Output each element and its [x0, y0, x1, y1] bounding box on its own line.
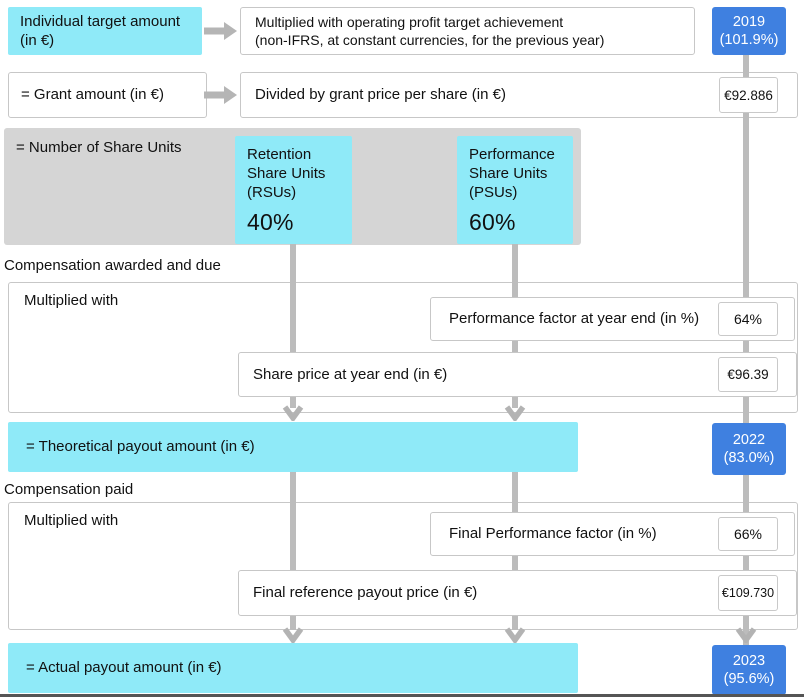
final-performance-factor-value: 66%	[718, 517, 778, 551]
connector-line-rsu-top	[290, 244, 296, 408]
arrow-down-icon	[282, 626, 304, 648]
year-badge-2022: 2022 (83.0%)	[712, 423, 786, 475]
arrow-right-icon	[204, 84, 238, 111]
final-performance-factor-label: Final Performance factor (in %)	[449, 525, 657, 543]
multiplier-line1: Multiplied with operating profit target …	[255, 13, 564, 30]
paid-heading: Compensation paid	[4, 481, 134, 498]
arrow-down-icon	[504, 626, 526, 648]
badge-year: 2023	[732, 652, 766, 669]
connector-line-year-bottom	[743, 474, 749, 646]
year-badge-2023: 2023 (95.6%)	[712, 645, 786, 695]
grant-price-box: Divided by grant price per share (in €)	[240, 72, 798, 118]
badge-year: 2019	[732, 13, 766, 30]
paid-multiplied-label: Multiplied with	[24, 512, 119, 529]
bottom-rule	[0, 694, 804, 697]
multiplier-line2: (non-IFRS, at constant currencies, for t…	[255, 32, 605, 48]
individual-target-box: Individual target amount (in €)	[8, 7, 202, 55]
awarded-multiplied-label: Multiplied with	[24, 292, 119, 309]
grant-amount-label: = Grant amount (in €)	[21, 86, 164, 104]
performance-factor-label: Performance factor at year end (in %)	[449, 310, 700, 328]
individual-target-label: Individual target amount (in €)	[20, 12, 181, 49]
badge-pct: (83.0%)	[723, 450, 775, 466]
share-price-value: €96.39	[718, 357, 778, 392]
badge-pct: (95.6%)	[723, 671, 775, 687]
theoretical-payout-bar: = Theoretical payout amount (in €)	[8, 422, 578, 472]
badge-pct: (101.9%)	[719, 32, 779, 48]
psu-name: Performance Share Units (PSUs)	[469, 146, 555, 202]
year-badge-2019: 2019 (101.9%)	[712, 7, 786, 55]
performance-factor-value: 64%	[718, 302, 778, 336]
actual-payout-bar: = Actual payout amount (in €)	[8, 643, 578, 693]
rsu-box: Retention Share Units (RSUs) 40%	[235, 136, 352, 244]
badge-year: 2022	[732, 431, 766, 448]
arrow-down-icon	[504, 404, 526, 426]
connector-line-year-top	[743, 54, 749, 424]
grant-price-value: €92.886	[719, 77, 778, 113]
rsu-pct: 40%	[247, 209, 294, 235]
grant-amount-box: = Grant amount (in €)	[8, 72, 207, 118]
psu-pct: 60%	[469, 209, 516, 235]
arrow-right-icon	[204, 20, 238, 47]
operating-profit-multiplier-box: Multiplied with operating profit target …	[240, 7, 695, 55]
final-reference-price-label: Final reference payout price (in €)	[253, 584, 478, 602]
share-price-box: Share price at year end (in €)	[238, 352, 797, 397]
grant-price-label: Divided by grant price per share (in €)	[255, 86, 506, 104]
arrow-down-icon	[282, 404, 304, 426]
awarded-heading: Compensation awarded and due	[4, 257, 221, 274]
arrow-down-icon	[735, 626, 757, 648]
final-reference-price-value: €109.730	[718, 575, 778, 611]
actual-payout-label: = Actual payout amount (in €)	[26, 659, 222, 677]
final-reference-price-box: Final reference payout price (in €)	[238, 570, 797, 616]
psu-box: Performance Share Units (PSUs) 60%	[457, 136, 573, 244]
rsu-name: Retention Share Units (RSUs)	[247, 146, 326, 202]
share-price-label: Share price at year end (in €)	[253, 365, 448, 383]
connector-line-rsu-bottom	[290, 472, 296, 630]
theoretical-payout-label: = Theoretical payout amount (in €)	[26, 438, 255, 456]
share-units-label: = Number of Share Units	[16, 139, 182, 156]
